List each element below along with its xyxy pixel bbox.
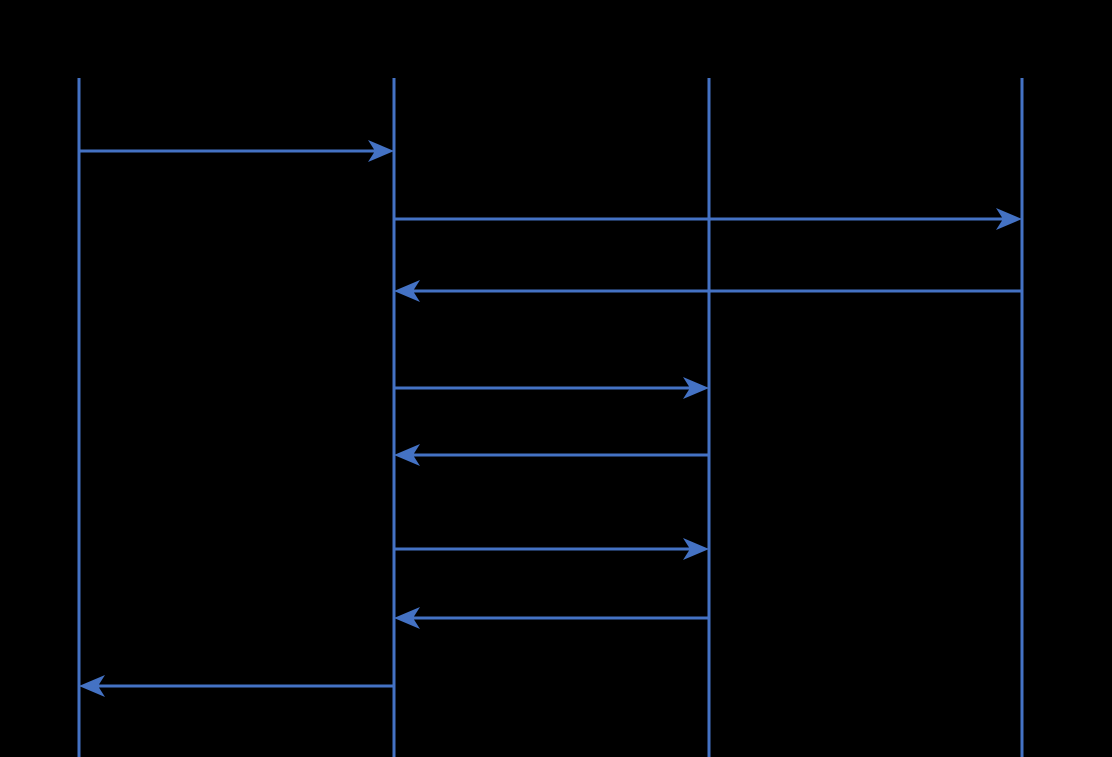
message-arrow-4 (394, 377, 709, 399)
message-arrow-8 (79, 675, 394, 697)
arrowhead-icon (368, 140, 394, 162)
message-arrow-7 (394, 607, 709, 629)
arrowhead-icon (683, 377, 709, 399)
arrowhead-icon (996, 208, 1022, 230)
message-arrow-2 (394, 208, 1022, 230)
arrowhead-icon (394, 444, 420, 466)
message-arrow-5 (394, 444, 709, 466)
message-arrow-1 (79, 140, 394, 162)
message-arrow-3 (394, 280, 1022, 302)
arrowhead-icon (683, 538, 709, 560)
arrowhead-icon (79, 675, 105, 697)
message-arrow-6 (394, 538, 709, 560)
arrowhead-icon (394, 607, 420, 629)
arrowhead-icon (394, 280, 420, 302)
